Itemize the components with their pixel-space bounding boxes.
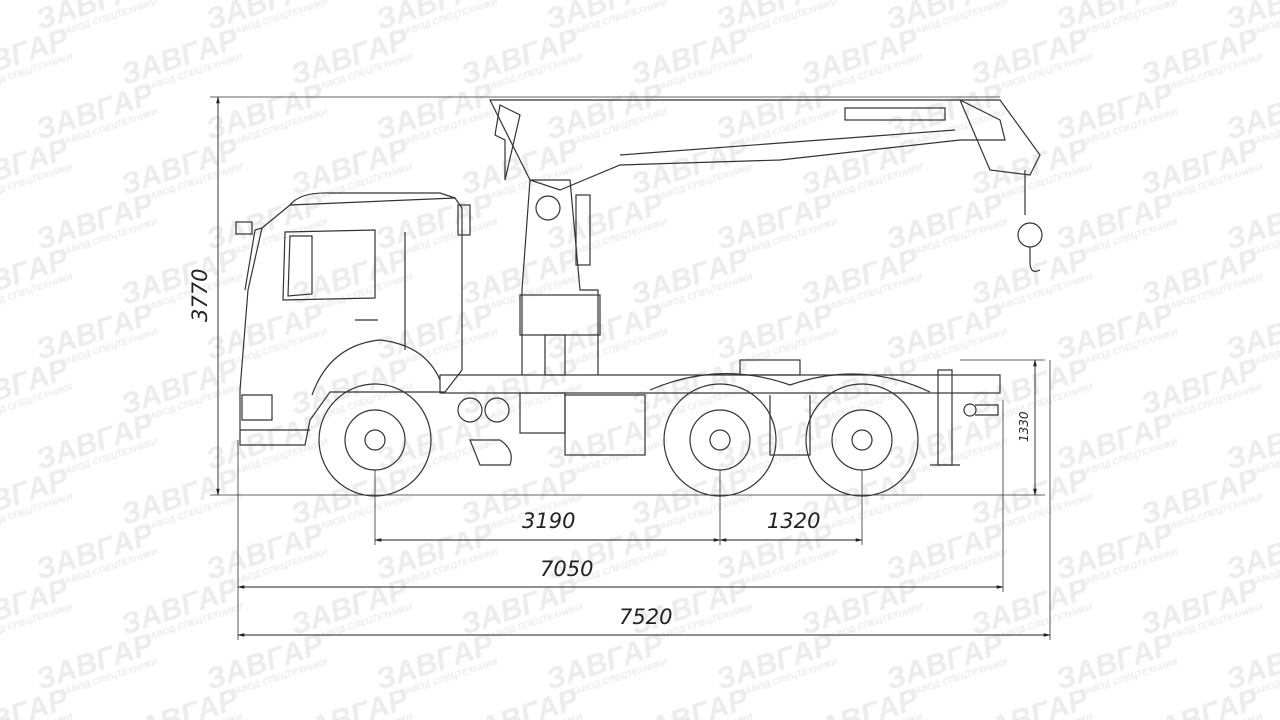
dim-rear-axle-spacing: 1320 (767, 509, 820, 533)
truck-cab (235, 192, 471, 446)
dim-overall-height: 3770 (188, 269, 212, 322)
crane (489, 99, 1043, 376)
dim-length-frame: 7050 (540, 557, 593, 581)
dim-overall-length: 7520 (619, 605, 672, 629)
dim-wheelbase-front: 3190 (522, 509, 575, 533)
dim-fifth-wheel-height: 1330 (1017, 411, 1031, 442)
dimension-lines (216, 96, 1051, 637)
truck-chassis (439, 359, 1001, 466)
rear-wheel-1 (663, 383, 777, 497)
rear-wheel-2 (805, 383, 919, 497)
front-wheel (318, 383, 432, 497)
extension-lines (210, 96, 1051, 640)
wheels (318, 383, 919, 497)
